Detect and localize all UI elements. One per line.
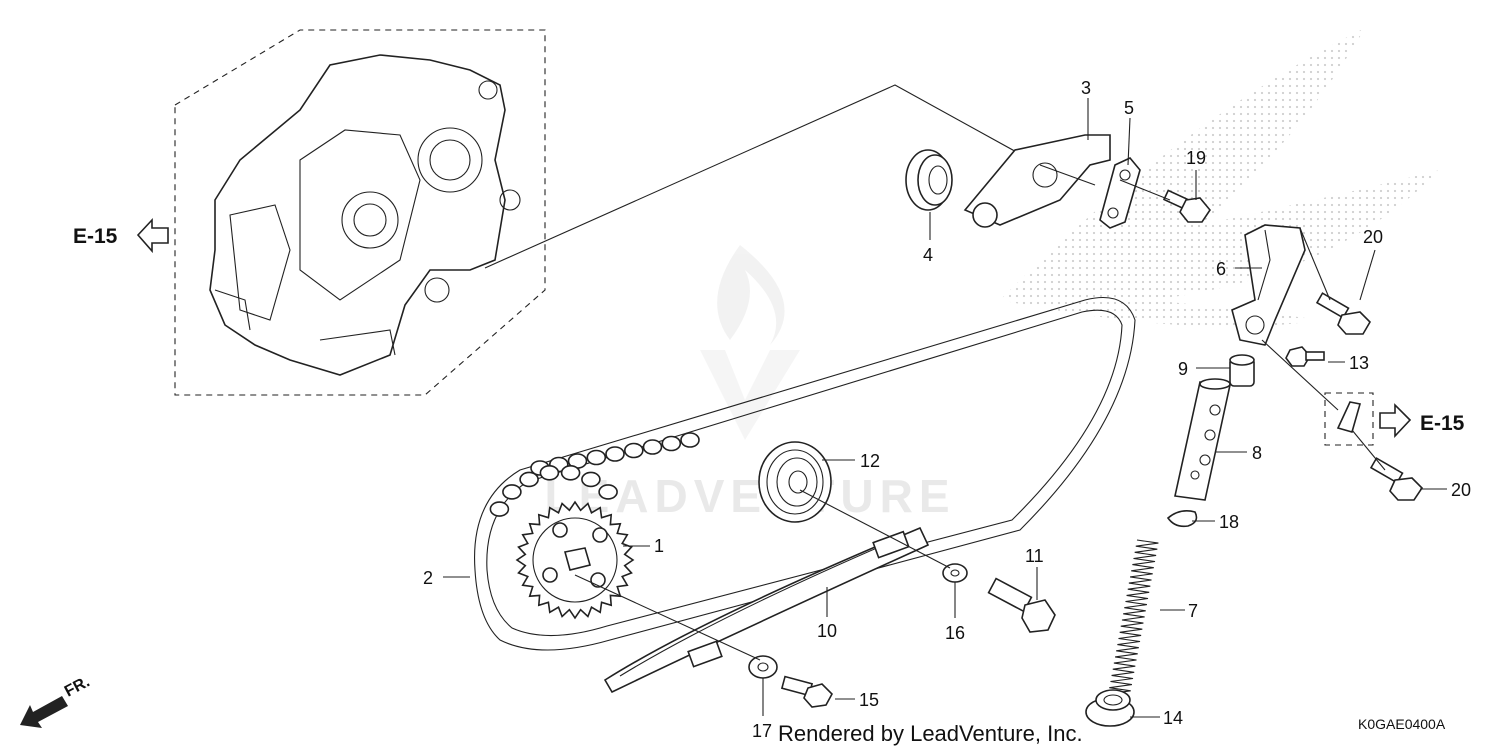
part-17-washer (748, 655, 778, 679)
callout-17: 17 (752, 721, 772, 741)
part-5-plate (1099, 157, 1141, 229)
callout-10: 10 (817, 621, 837, 641)
part-20-bolt-lower (1369, 457, 1424, 501)
front-direction-arrow-icon (20, 696, 68, 728)
callout-16: 16 (945, 623, 965, 643)
part-3-bracket (963, 134, 1111, 228)
callout-leaders (443, 98, 1447, 718)
chain-links (489, 432, 700, 517)
part-10-chain-guide (603, 526, 930, 694)
callout-15: 15 (859, 690, 879, 710)
section-ref-left: E-15 (73, 225, 118, 248)
callout-13: 13 (1349, 353, 1369, 373)
part-2-cam-chain-outline (473, 296, 1136, 651)
part-7-spring (1106, 539, 1159, 701)
callout-11: 11 (1025, 546, 1044, 566)
callout-2: 2 (423, 568, 433, 588)
callout-7: 7 (1188, 601, 1198, 621)
part-13-bolt (1285, 346, 1325, 367)
credit-text: Rendered by LeadVenture, Inc. (778, 721, 1083, 746)
part-19-bolt (1162, 189, 1211, 223)
part-18-clip (1166, 510, 1198, 528)
callout-20a: 20 (1363, 227, 1383, 247)
callout-numbers: 1 2 3 4 5 6 7 8 9 10 11 12 13 14 15 16 1… (423, 78, 1471, 741)
dashed-ref-box (1324, 392, 1374, 446)
dotted-wing-background (1000, 28, 1440, 327)
direction-label: FR. (62, 673, 93, 700)
crankcase-group (174, 29, 546, 396)
arrow-right-icon (1379, 403, 1412, 439)
part-11-bolt (987, 577, 1056, 633)
callout-6: 6 (1216, 259, 1226, 279)
callout-20b: 20 (1451, 480, 1471, 500)
part-20-bolt-upper (1315, 292, 1372, 335)
part-6-tensioner-lifter (1231, 224, 1306, 346)
callout-3: 3 (1081, 78, 1091, 98)
callout-5: 5 (1124, 98, 1134, 118)
callout-1: 1 (654, 536, 664, 556)
part-9-cap (1229, 354, 1255, 387)
callout-12: 12 (860, 451, 880, 471)
part-4-oil-seal (905, 149, 953, 211)
callout-14: 14 (1163, 708, 1183, 728)
callout-4: 4 (923, 245, 933, 265)
flame-watermark-icon (700, 245, 800, 440)
callout-18: 18 (1219, 512, 1239, 532)
part-12-guide-roller (758, 441, 832, 523)
callout-8: 8 (1252, 443, 1262, 463)
part-14-seal (1085, 689, 1135, 727)
callout-9: 9 (1178, 359, 1188, 379)
part-15-bolt (780, 675, 833, 708)
diagram-code: K0GAE0400A (1358, 716, 1446, 732)
callout-19: 19 (1186, 148, 1206, 168)
section-ref-right: E-15 (1420, 412, 1465, 435)
part-8-tensioner-body (1174, 378, 1231, 501)
arrow-left-icon (136, 217, 169, 254)
